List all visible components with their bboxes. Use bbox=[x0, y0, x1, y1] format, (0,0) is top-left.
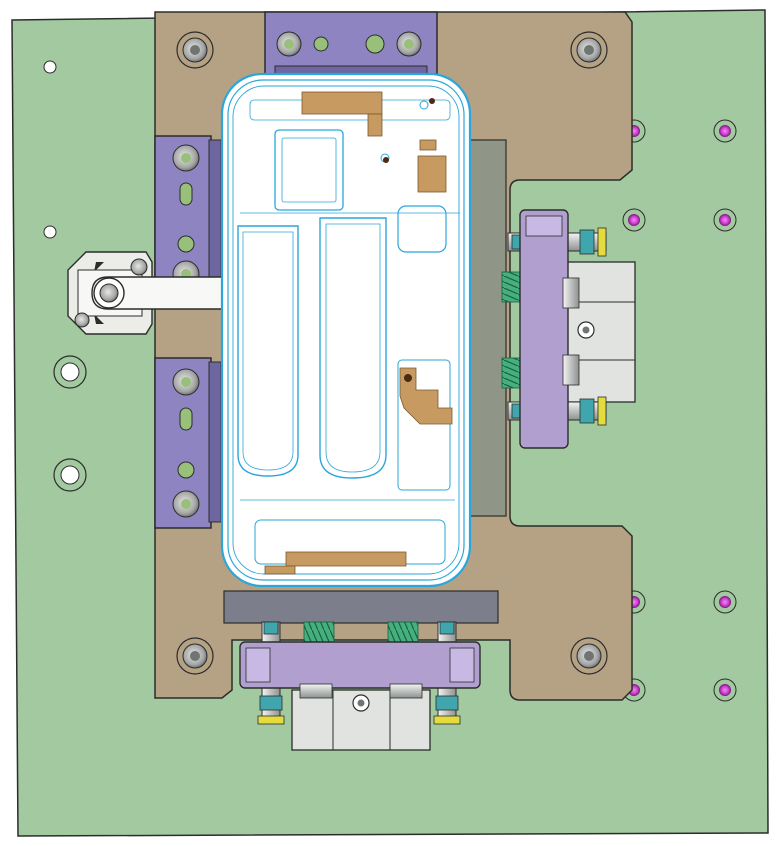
base-hole bbox=[53, 355, 87, 389]
carrier-bolt bbox=[570, 637, 608, 675]
base-hole bbox=[53, 458, 87, 492]
base-hole bbox=[60, 362, 80, 382]
bottom-slider-plate bbox=[239, 641, 481, 689]
mark-dot bbox=[383, 157, 389, 163]
phone-board bbox=[220, 72, 472, 588]
mark-dot bbox=[404, 374, 412, 382]
base-hole bbox=[60, 465, 80, 485]
carrier-bolt bbox=[176, 31, 214, 69]
mark-dot bbox=[429, 98, 435, 104]
right-guide-rail bbox=[465, 139, 507, 517]
bottom-clamp-assembly bbox=[239, 621, 481, 751]
base-hole bbox=[43, 225, 57, 239]
top-clamp-block bbox=[264, 11, 438, 77]
base-hole bbox=[43, 60, 57, 74]
carrier-bolt bbox=[570, 31, 608, 69]
bottom-guide-rail bbox=[223, 590, 499, 624]
right-clamp-assembly bbox=[501, 209, 636, 449]
carrier-bolt bbox=[176, 637, 214, 675]
copper-pads bbox=[264, 91, 453, 575]
right-slider-plate bbox=[519, 209, 569, 449]
left-clamp-block-lower bbox=[154, 357, 222, 529]
left-clamp-block-upper bbox=[154, 135, 222, 288]
